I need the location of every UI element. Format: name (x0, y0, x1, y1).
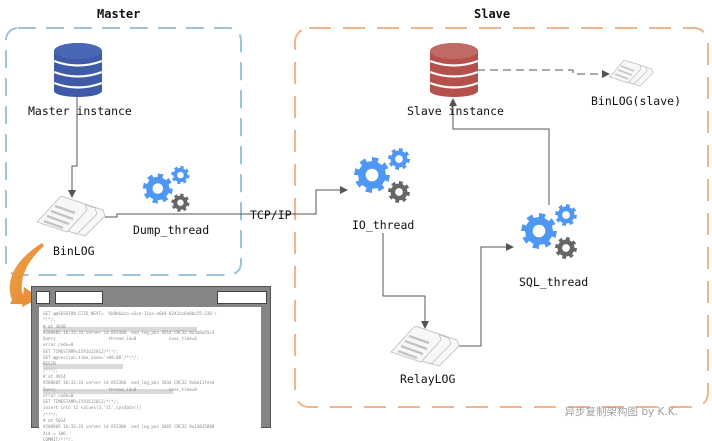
log-line: /*!*/; (43, 367, 59, 373)
binlog-slave-node[interactable] (608, 59, 656, 92)
log-line: SET TIMESTAMP=1591615812/*!*/; (43, 348, 119, 354)
dump-thread-node[interactable] (141, 165, 193, 217)
log-line: #200605 16:33:33 server id 853306 end_lo… (43, 380, 215, 386)
log-line: BEGIN (43, 361, 56, 367)
relaylog-label: RelayLOG (400, 372, 456, 386)
log-line: #200605 16:33:33 server id 853306 end_lo… (43, 424, 215, 430)
edge-io-thread-to-relaylog (382, 233, 429, 329)
window-titlebar-box (55, 291, 103, 304)
gears-icon (521, 204, 577, 259)
gear-gray-icon (555, 237, 577, 259)
callout-arrow-icon (9, 243, 44, 304)
gear-large-icon (354, 157, 390, 193)
log-line: # at 4838 (43, 323, 66, 329)
edge-slave-to-binlog-slave (477, 69, 610, 78)
log-line: # at 5034 (43, 418, 66, 424)
gear-small-icon (171, 165, 190, 185)
log-highlight (43, 389, 173, 394)
log-line: # at 4914 (43, 373, 66, 379)
edge-master-to-binlog (68, 95, 78, 198)
database-icon (53, 43, 103, 97)
log-line: insert into t2 values(3,'t1',sysdate()) (43, 405, 142, 411)
io-thread-node[interactable] (352, 147, 414, 209)
master-group-box (5, 27, 242, 276)
log-line: /*!*/; (43, 411, 59, 417)
slave-instance-node[interactable] (429, 42, 479, 101)
master-group-title: Master (97, 7, 141, 21)
edge-binlog-to-io-thread (105, 186, 348, 218)
log-line: Query thread_id=8 exec_time=0 (43, 386, 197, 392)
binlog-content-body: SET @@SESSION.GTID_NEXT= '6b8b6aca-a3ce-… (39, 307, 261, 441)
window-titlebar-box (217, 291, 267, 304)
log-line: SET TIMESTAMP=1591615812/*!*/; (43, 399, 119, 405)
binlog-slave-label: BinLOG(slave) (591, 94, 682, 108)
sql-thread-label: SQL_thread (519, 275, 589, 289)
log-highlight (43, 364, 123, 369)
log-line: error_code=0 (43, 392, 74, 398)
window-titlebar-box (36, 291, 50, 304)
log-line: *!*/; (43, 317, 56, 323)
slave-group-title: Slave (474, 7, 511, 21)
dump-thread-label: Dump_thread (133, 223, 210, 237)
gear-gray-icon (171, 193, 190, 212)
log-line: Query thread_id=8 exec_time=0 (43, 336, 197, 342)
log-files-icon (609, 59, 654, 87)
gear-small-icon (388, 148, 410, 170)
gear-large-icon (521, 213, 557, 249)
io-thread-label: IO_thread (352, 218, 415, 232)
gear-large-icon (142, 173, 173, 204)
edge-sql-thread-to-slave (449, 98, 550, 205)
gear-gray-icon (388, 181, 410, 203)
database-icon (429, 43, 479, 97)
sql-thread-node[interactable] (519, 203, 581, 265)
gears-icon (142, 165, 190, 212)
log-highlight (43, 327, 197, 332)
log-line: COMMIT/*!*/; (43, 436, 74, 441)
log-line: SET @@SESSION.GTID_NEXT= '6b8b6aca-a3ce-… (43, 311, 217, 316)
slave-group-box (294, 27, 709, 408)
tcp-ip-label: TCP/IP (250, 208, 292, 222)
log-files-icon (390, 325, 460, 367)
binlog-content-window: SET @@SESSION.GTID_NEXT= '6b8b6aca-a3ce-… (31, 286, 271, 441)
binlog-label: BinLOG (53, 244, 95, 258)
master-instance-label: Master instance (28, 104, 132, 118)
log-files-icon (36, 195, 106, 237)
edge-relaylog-to-sql-thread (458, 243, 514, 347)
gears-icon (354, 148, 410, 203)
master-instance-node[interactable] (53, 42, 103, 101)
slave-instance-label: Slave instance (407, 104, 504, 118)
watermark: 异步复制架构图 by K.K. (564, 406, 678, 418)
binlog-node[interactable] (35, 195, 110, 242)
log-line: #200605 16:33:33 server id 853306 end_lo… (43, 329, 215, 335)
relaylog-node[interactable] (389, 325, 464, 372)
gear-small-icon (555, 204, 577, 226)
log-line: error_code=0 (43, 342, 74, 348)
log-line: SET @@session.time_zone='+08:00'/*!*/; (43, 355, 139, 361)
